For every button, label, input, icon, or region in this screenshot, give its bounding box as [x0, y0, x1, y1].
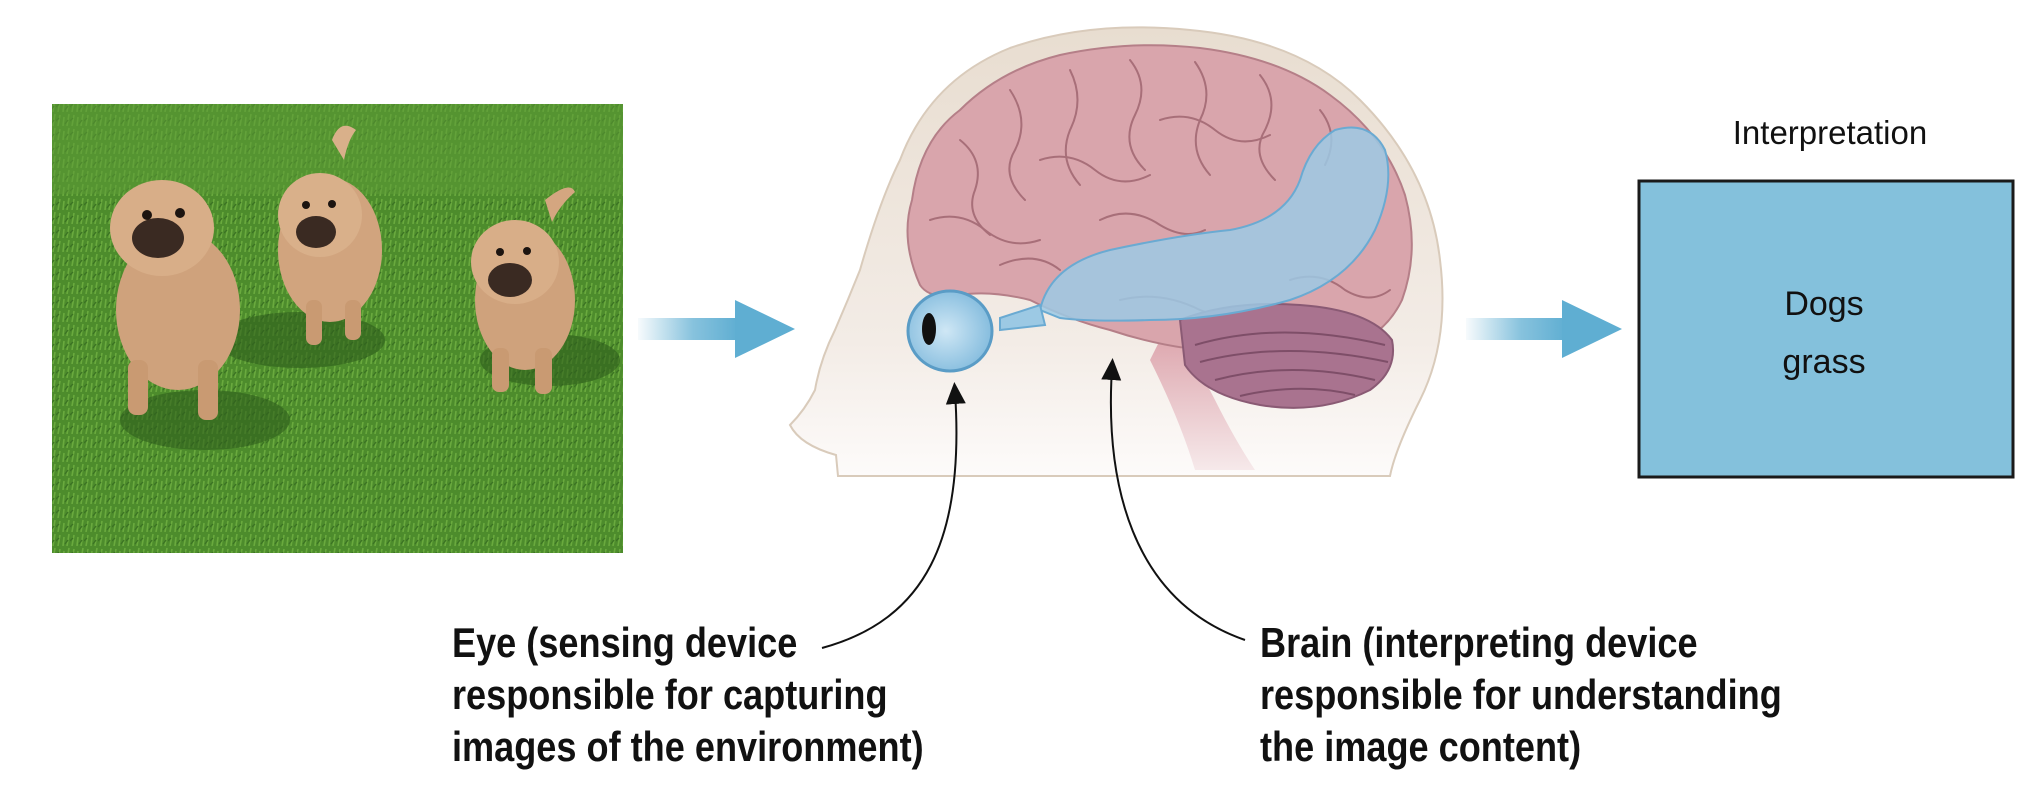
interpretation-box: [1637, 179, 2015, 479]
dogs-photo: [52, 104, 623, 553]
dog-right: [471, 187, 575, 394]
dog-left: [110, 180, 240, 420]
brain-caption: Brain (interpreting device responsible f…: [1260, 617, 1782, 773]
input-arrow-icon: [638, 300, 795, 358]
eye-caption-line-3: images of the environment): [452, 723, 924, 770]
brain-icon: [906, 44, 1413, 470]
eye-caption-line-1: Eye (sensing device: [452, 619, 798, 666]
brain-caption-line-2: responsible for understanding: [1260, 671, 1782, 718]
interpretation-title: Interpretation: [1732, 114, 1928, 151]
brain-pointer-line: [1101, 358, 1246, 641]
eye-pointer-line: [821, 382, 966, 649]
output-arrow-icon: [1466, 300, 1622, 358]
brain-caption-line-3: the image content): [1260, 723, 1582, 770]
eye-caption: Eye (sensing device responsible for capt…: [452, 617, 924, 773]
interpretation-line-dogs: Dogs: [1784, 285, 1864, 323]
interpretation-line-grass: grass: [1782, 343, 1866, 381]
eye-icon: [906, 289, 1047, 373]
interpretation-content: Dogs grass: [1636, 275, 2012, 391]
eye-caption-line-2: responsible for capturing: [452, 671, 888, 718]
dog-middle: [278, 125, 382, 345]
brain-caption-line-1: Brain (interpreting device: [1260, 619, 1698, 666]
